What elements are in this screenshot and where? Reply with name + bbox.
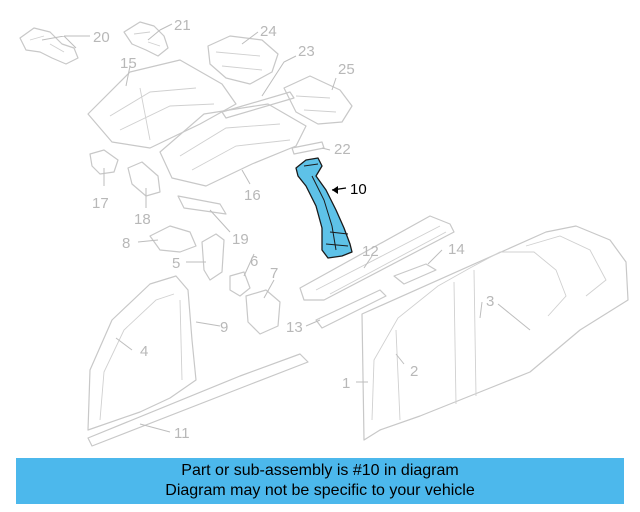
part-16-floor-pan (159, 103, 307, 187)
callout-10: 10 (350, 181, 367, 198)
part-18-bracket (127, 161, 161, 197)
exploded-parts-diagram: 20 21 24 23 25 15 22 10 16 17 18 19 8 5 … (19, 17, 629, 447)
callout-14: 14 (448, 241, 465, 258)
part-1-outer-body-side (361, 225, 629, 441)
callout-24: 24 (260, 23, 277, 40)
callout-5: 5 (172, 255, 180, 272)
callout-22: 22 (334, 141, 351, 158)
part-4-inner-body-side (87, 275, 197, 431)
banner-line-2: Diagram may not be specific to your vehi… (165, 482, 475, 499)
callout-17: 17 (92, 195, 109, 212)
part-11-sill (87, 353, 309, 447)
callout-16: 16 (244, 187, 261, 204)
part-8-bracket (149, 225, 197, 253)
part-20-bracket (19, 27, 79, 65)
part-21-bracket (123, 21, 169, 57)
callout-15: 15 (120, 55, 137, 72)
info-banner: Part or sub-assembly is #10 in diagram D… (16, 458, 624, 504)
banner-line-1: Part or sub-assembly is #10 in diagram (181, 462, 459, 479)
part-5-pillar-piece (201, 233, 225, 281)
callout-11: 11 (174, 425, 190, 442)
callout-7: 7 (270, 265, 278, 282)
part-6-bracket (229, 271, 251, 297)
part-23-rail (221, 91, 295, 119)
callout-1: 1 (342, 375, 350, 392)
callout-4: 4 (140, 343, 148, 360)
callout-6: 6 (250, 253, 258, 270)
part-14-bracket (393, 263, 437, 285)
part-7-reinforcement (245, 289, 281, 335)
callout-21: 21 (174, 17, 191, 34)
callout-12: 12 (362, 243, 379, 260)
part-25-bracket (283, 75, 353, 125)
part-15-floor-pan (87, 59, 237, 149)
part-17-bracket (89, 149, 119, 175)
callout-18: 18 (134, 211, 151, 228)
part-10-pillar-reinforcement (295, 157, 353, 259)
callout-20: 20 (93, 29, 110, 46)
leader-lines (41, 23, 531, 433)
part-13-rail (315, 289, 387, 329)
callout-25: 25 (338, 61, 355, 78)
callout-9: 9 (220, 319, 228, 336)
callout-13: 13 (286, 319, 303, 336)
callout-23: 23 (298, 43, 315, 60)
part-24-rear-floor (207, 35, 279, 85)
callout-2: 2 (410, 363, 418, 380)
callout-19: 19 (232, 231, 249, 248)
part-12-sill-reinforcement (299, 215, 455, 301)
callout-8: 8 (122, 235, 130, 252)
part-19-rail (177, 195, 227, 215)
callout-3: 3 (486, 293, 494, 310)
